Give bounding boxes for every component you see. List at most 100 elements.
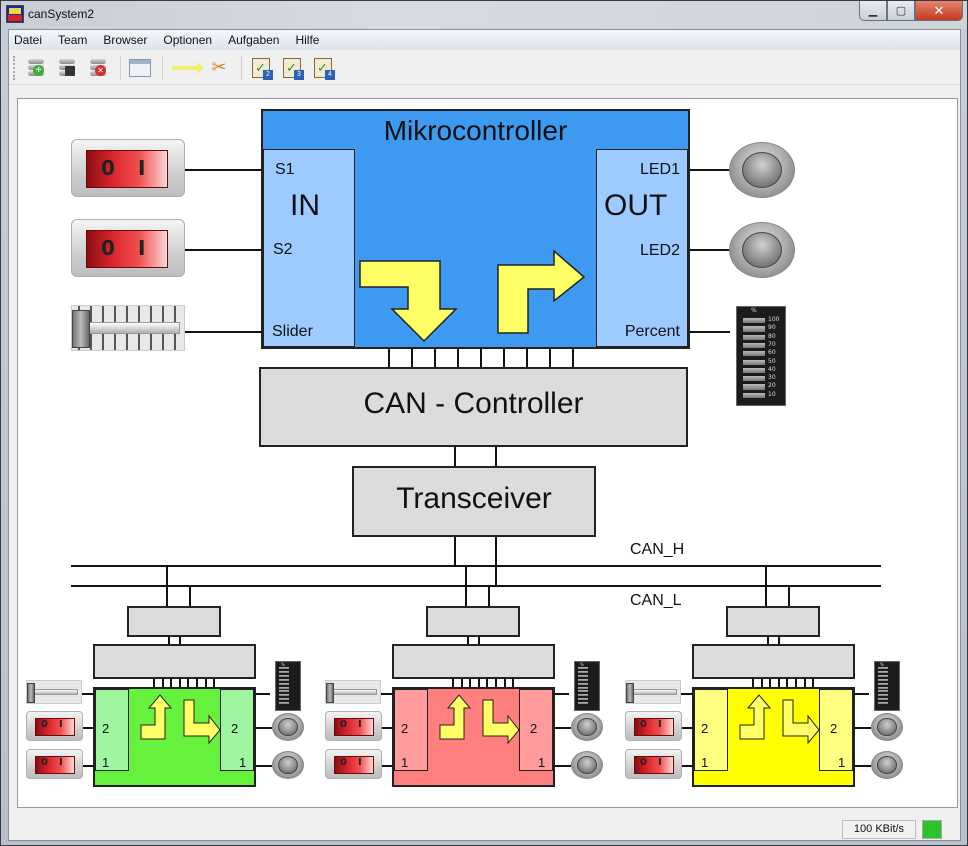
node-slider-wire: [679, 693, 693, 695]
in-label: IN: [290, 189, 320, 222]
can-l-drop: [788, 585, 790, 608]
node-pin: [786, 679, 789, 689]
can-h-drop: [765, 565, 767, 608]
node-output-panel: [220, 689, 254, 771]
new-database-button[interactable]: +: [22, 54, 50, 82]
meter-unit-label: %: [281, 662, 285, 667]
clipboard-check-icon: 4: [314, 57, 335, 80]
window-button[interactable]: [126, 54, 154, 82]
can-h-drop: [465, 565, 467, 608]
close-button[interactable]: ✕: [915, 1, 963, 21]
meter-segment: [743, 376, 765, 382]
input-label-slider: Slider: [272, 323, 313, 340]
node-can-controller: [392, 644, 555, 679]
slider-handle[interactable]: [626, 683, 634, 703]
node-input-label-1: 1: [701, 755, 709, 770]
switch-s1[interactable]: 0 I: [71, 139, 185, 197]
meter-segment: [743, 318, 765, 324]
task-4-button[interactable]: 4: [309, 54, 337, 82]
meter-tick-label: 20: [768, 382, 776, 390]
s2-wire: [184, 249, 262, 251]
menu-hilfe[interactable]: Hilfe: [295, 33, 320, 47]
window-icon: [129, 58, 151, 77]
save-database-button[interactable]: [53, 54, 81, 82]
led2-indicator: [729, 222, 795, 278]
meter-segment: [743, 384, 765, 390]
arrow-up-icon: [739, 694, 772, 740]
arrow-right-icon: [497, 249, 586, 334]
pin-line: [434, 349, 436, 367]
meter-tick-label: 30: [768, 374, 776, 382]
switch-on-label: I: [59, 719, 63, 730]
meter-tick-label: 90: [768, 324, 776, 332]
led1-wire: [690, 169, 730, 171]
switch-on-label: I: [658, 719, 662, 730]
clipboard-check-icon: 2: [252, 57, 273, 80]
can-l-line: [71, 585, 881, 587]
meter-segment: [578, 686, 588, 689]
node-wire: [168, 637, 170, 645]
menu-aufgaben[interactable]: Aufgaben: [228, 33, 280, 47]
transceiver-label: Transceiver: [396, 482, 552, 515]
node-slider[interactable]: [625, 680, 681, 704]
menu-team[interactable]: Team: [58, 33, 88, 47]
slider-track: [329, 689, 377, 695]
maximize-button[interactable]: ▢: [887, 1, 915, 21]
meter-segment: [279, 667, 289, 669]
database-add-icon: +: [28, 58, 44, 77]
meter-tick-label: 10: [768, 390, 776, 398]
slider-handle[interactable]: [27, 683, 35, 703]
meter-segment: [878, 686, 888, 689]
node-pin: [803, 679, 806, 689]
tools-button[interactable]: ✂: [205, 54, 233, 82]
node-s1-wire: [80, 765, 94, 767]
node-pin: [486, 679, 489, 689]
node-input-label-2: 2: [701, 721, 709, 736]
switch-rocker: [634, 718, 674, 736]
slider-input[interactable]: [71, 305, 185, 351]
can-l-label: CAN_L: [630, 592, 682, 609]
toolbar: + ✕ ✂ 2 3: [9, 51, 960, 85]
meter-segment: [578, 702, 588, 705]
node-pin: [196, 679, 198, 689]
node-output-label-1: 1: [239, 755, 247, 770]
meter-tick-label: 60: [768, 349, 776, 357]
microcontroller-title: Mikrocontroller: [383, 115, 568, 146]
delete-database-button[interactable]: ✕: [84, 54, 112, 82]
bitrate-status: 100 KBit/s: [842, 820, 916, 839]
arrow-button[interactable]: [168, 54, 204, 82]
slider-handle[interactable]: [72, 310, 90, 348]
menu-optionen[interactable]: Optionen: [163, 33, 213, 47]
node-slider[interactable]: [325, 680, 381, 704]
output-label-percent: Percent: [624, 323, 680, 340]
node-pin: [752, 679, 754, 689]
can-controller-label: CAN - Controller: [363, 387, 584, 420]
minimize-button[interactable]: ▁: [859, 1, 887, 21]
slider-track: [629, 689, 677, 695]
node-slider[interactable]: [26, 680, 82, 704]
node-pin: [460, 679, 463, 689]
toolbar-grip[interactable]: [13, 55, 16, 80]
meter-tick-label: 40: [768, 365, 776, 373]
menu-browser[interactable]: Browser: [103, 33, 148, 47]
meter-segment: [743, 342, 765, 349]
node-pin: [812, 679, 815, 689]
meter-tick-label: 50: [768, 357, 776, 365]
database-delete-icon: ✕: [90, 58, 106, 77]
task-2-button[interactable]: 2: [247, 54, 275, 82]
menu-datei[interactable]: Datei: [14, 33, 43, 47]
node-transceiver: [726, 606, 820, 637]
slider-handle[interactable]: [326, 683, 334, 703]
meter-segment: [279, 690, 289, 693]
arrow-up-icon: [439, 694, 472, 740]
task-3-button[interactable]: 3: [278, 54, 306, 82]
switch-s2[interactable]: 0 I: [71, 219, 185, 277]
switch-rocker: [634, 756, 674, 774]
meter-segment: [878, 690, 888, 693]
